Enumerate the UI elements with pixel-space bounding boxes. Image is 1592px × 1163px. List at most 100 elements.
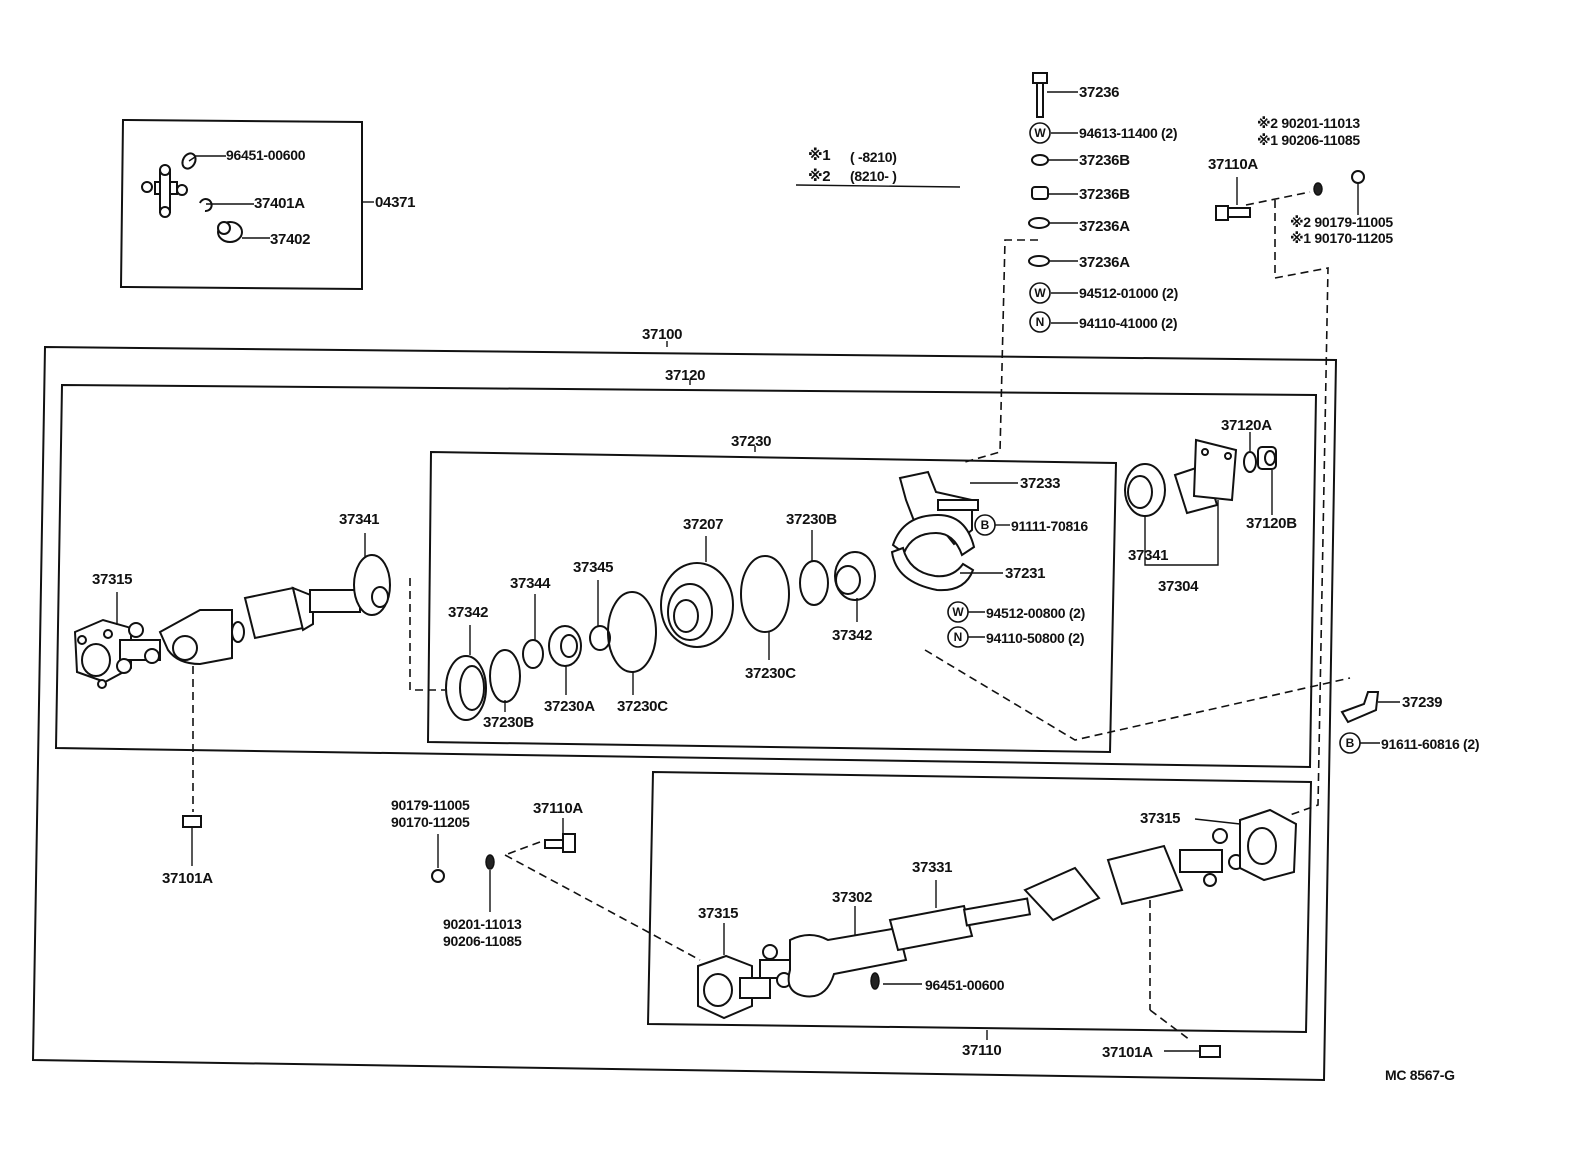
washer-badge-icon: W [1029, 282, 1051, 304]
label-37315-lower-left: 37315 [698, 905, 738, 922]
yoke-37302-icon [787, 926, 908, 998]
lock-washer-icon [1313, 182, 1323, 196]
diagram-code: MC 8567-G [1385, 1067, 1455, 1083]
ring-37345-icon [589, 625, 611, 651]
companion-flange-37304-icon [1192, 438, 1238, 502]
bolt-shank-icon [1036, 82, 1044, 118]
bolt-37110A-mid-icon [544, 833, 576, 853]
middle-hardware [182, 815, 1221, 1058]
svg-text:W: W [1034, 286, 1046, 300]
grease-fitting-icon [181, 152, 197, 170]
svg-text:W: W [1034, 126, 1046, 140]
dust-deflector-right-icon [1124, 463, 1166, 517]
label-90170-11205-top: ※1 90170-11205 [1290, 230, 1393, 246]
bolt-badge-icon: B [974, 514, 996, 536]
center-bearing-bracket [890, 470, 979, 592]
legend-mark-1: ※1 [808, 146, 830, 164]
universal-joint-lower-left-icon [759, 944, 792, 988]
bearing-37230A-icon [548, 625, 582, 667]
legend-text-1: ( -8210) [850, 149, 897, 165]
ring-37344-icon [522, 639, 544, 669]
washer-mid-icon [485, 854, 495, 870]
part-labels: 96451-00600 37401A 37402 04371 37100 371… [92, 84, 1480, 1083]
label-37120A: 37120A [1221, 417, 1272, 434]
label-37230B-top: 37230B [786, 511, 837, 528]
label-90170-11205-mid: 90170-11205 [391, 814, 470, 830]
center-bearing-parts [445, 551, 876, 721]
label-90179-11005-top: ※2 90179-11005 [1290, 214, 1393, 230]
label-37101A-left: 37101A [162, 870, 213, 887]
spline-37331-icon [962, 897, 1032, 927]
frame-37100 [31, 345, 1338, 1082]
label-94613-11400: 94613-11400 (2) [1079, 125, 1177, 141]
badges: W W N B W N B [947, 122, 1361, 754]
universal-joint-lower-right-icon [1179, 828, 1244, 887]
grease-fitting-lower-icon [870, 972, 880, 990]
o-ring-37230C-right-icon [740, 555, 790, 633]
dust-deflector-icon [353, 554, 391, 616]
o-ring-37230C-icon [607, 591, 657, 673]
label-37236B-1: 37236B [1079, 152, 1130, 169]
label-37236B-2: 37236B [1079, 186, 1130, 203]
label-90206-11085-mid: 90206-11085 [443, 933, 522, 949]
slip-yoke-icon [1023, 866, 1101, 922]
label-37110A-mid: 37110A [533, 800, 583, 817]
snap-ring-37230B-right-icon [799, 560, 829, 606]
dashed-assembly-lines [192, 191, 1351, 1041]
label-90201-11013-top: ※2 90201-11013 [1257, 115, 1360, 131]
label-37230B-bottom: 37230B [483, 714, 534, 731]
label-37207: 37207 [683, 516, 723, 533]
label-37239: 37239 [1402, 694, 1442, 711]
frame-kit-04371 [119, 118, 363, 291]
label-37236: 37236 [1079, 84, 1119, 101]
label-91111-70816: 91111-70816 [1011, 518, 1088, 534]
legend-mark-2: ※2 [808, 167, 830, 185]
label-37401A: 37401A [254, 195, 305, 212]
label-37402: 37402 [270, 231, 310, 248]
nut-badge-icon: N [1029, 311, 1051, 333]
label-37236A-2: 37236A [1079, 254, 1130, 271]
frames [31, 118, 1338, 1082]
bolt-head-icon [1032, 72, 1048, 84]
label-37236A-1: 37236A [1079, 218, 1130, 235]
kit-04371-parts [141, 152, 374, 243]
svg-text:B: B [1346, 736, 1355, 750]
label-37233: 37233 [1020, 475, 1060, 492]
washer-37236A-icon [1028, 217, 1050, 229]
washer-badge-icon: W [1029, 122, 1051, 144]
svg-text:B: B [981, 518, 990, 532]
bracket-37239-icon [1340, 691, 1380, 724]
flange-yoke-lower-right-icon [1239, 808, 1298, 882]
nut-37120B-icon [1257, 446, 1277, 470]
label-94512-00800: 94512-00800 (2) [986, 605, 1085, 621]
label-37345: 37345 [573, 559, 613, 576]
spacer-icon [1031, 154, 1049, 166]
nut-icon [1351, 170, 1365, 184]
label-37341-right: 37341 [1128, 547, 1168, 564]
yoke-tube-icon [158, 609, 233, 666]
frame-37230 [426, 450, 1118, 754]
frame-37120 [54, 383, 1318, 769]
label-37342-right: 37342 [832, 627, 872, 644]
frame-37110 [646, 770, 1313, 1034]
rear-propeller-shaft [697, 808, 1298, 1020]
label-94110-41000: 94110-41000 (2) [1079, 315, 1177, 331]
svg-text:N: N [954, 630, 963, 644]
spider-cross-icon [141, 164, 188, 218]
washer-37236A-2-icon [1028, 255, 1050, 267]
label-37120: 37120 [665, 367, 705, 384]
universal-joint-left-icon [116, 622, 161, 674]
svg-text:W: W [952, 605, 964, 619]
bushing-icon [1031, 186, 1049, 200]
label-37230: 37230 [731, 433, 771, 450]
label-96451-00600-bottom: 96451-00600 [925, 977, 1005, 993]
label-96451-00600-top: 96451-00600 [226, 147, 306, 163]
nut-badge-icon: N [947, 626, 969, 648]
washer-badge-icon: W [947, 601, 969, 623]
label-37231: 37231 [1005, 565, 1045, 582]
label-37230C-bottom: 37230C [617, 698, 668, 715]
hanger-bolt-stack [1028, 72, 1078, 324]
label-90206-11085-top: ※1 90206-11085 [1257, 132, 1360, 148]
